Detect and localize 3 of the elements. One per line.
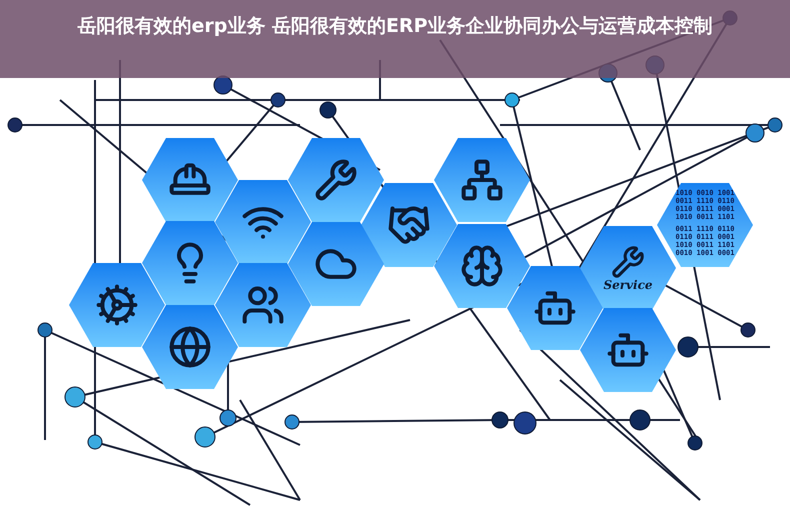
title: 岳阳很有效的erp业务 岳阳很有效的ERP业务企业协同办公与运营成本控制	[76, 14, 714, 39]
service-text: Service	[603, 279, 653, 291]
hexagon-tile	[434, 138, 530, 222]
